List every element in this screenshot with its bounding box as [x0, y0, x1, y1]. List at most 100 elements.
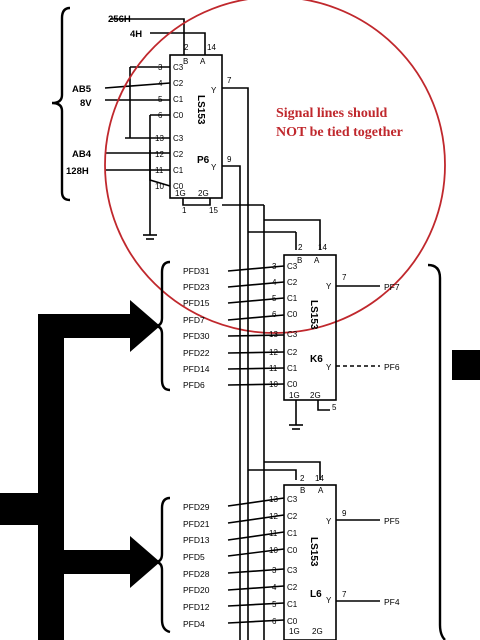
chip-l6-in6-pin: 5: [272, 600, 277, 609]
chip-l6-label-a: A: [318, 486, 324, 495]
chip-k6-in4-label: C3: [287, 330, 298, 339]
chip-l6-body: [283, 484, 337, 640]
k6-input-wires: [227, 265, 380, 430]
chip-p6-bottom-pin-1: 1: [182, 206, 187, 215]
chip-k6-1g: 1G: [289, 391, 300, 400]
annotation-line-1: Signal lines should: [276, 106, 387, 121]
chip-p6-in4-label: C3: [173, 134, 184, 143]
chip-l6-in5-label: C2: [287, 583, 298, 592]
chip-p6-in7-pin: 10: [155, 182, 164, 191]
chip-k6-label-b: B: [297, 256, 302, 265]
chip-p6-top-pin-a: 14: [207, 43, 216, 52]
annotation-circle: [104, 0, 446, 334]
l6-signal-pfd4: PFD4: [183, 619, 205, 629]
chip-k6-part: LS153: [308, 300, 319, 330]
chip-k6-in1-label: C2: [287, 278, 298, 287]
signal-ab4: AB4: [72, 149, 92, 160]
chip-k6-in2-label: C1: [287, 294, 298, 303]
k6-signal-pfd30: PFD30: [183, 331, 210, 341]
bus-arrow-lower-shaft: [64, 550, 136, 574]
chip-p6-in5-pin: 12: [155, 150, 164, 159]
chip-k6: 2 14 B A LS153 K6 Y Y 7 1G 2G 5 C3 C2 C1…: [269, 243, 347, 412]
chip-l6-out-pin-9: 9: [342, 509, 347, 518]
chip-p6-1g: 1G: [175, 189, 186, 198]
chip-k6-in6-label: C1: [287, 364, 298, 373]
chip-k6-in5-label: C2: [287, 348, 298, 357]
chip-p6-in6-label: C1: [173, 166, 184, 175]
signal-4h: 4H: [130, 29, 142, 40]
chip-l6-in6-label: C1: [287, 600, 298, 609]
chip-p6-in1-label: C2: [173, 79, 184, 88]
chip-l6-in3-label: C0: [287, 546, 298, 555]
bus-arrow-lower-head: [130, 536, 160, 588]
chip-l6-label-b: B: [300, 486, 305, 495]
chip-p6-in2-label: C1: [173, 95, 184, 104]
chip-p6-out-pin-9: 9: [227, 155, 232, 164]
chip-p6-bottom-pin-15: 15: [209, 206, 218, 215]
k6-signal-pfd22: PFD22: [183, 348, 210, 358]
chip-p6-y2: Y: [211, 163, 217, 172]
chip-l6-in7-label: C0: [287, 617, 298, 626]
chip-l6-in5-pin: 4: [272, 583, 277, 592]
chip-l6-in4-pin: 3: [272, 566, 277, 575]
k6-signal-pfd7: PFD7: [183, 315, 205, 325]
l6-signal-pfd21: PFD21: [183, 519, 210, 529]
bus-block-right: [452, 350, 480, 380]
chip-l6-y2: Y: [326, 596, 332, 605]
annotation-line-2: NOT be tied together: [276, 125, 403, 140]
chip-p6-y1: Y: [211, 86, 217, 95]
chip-l6-in4-label: C3: [287, 566, 298, 575]
l6-output-pf4: PF4: [384, 597, 400, 607]
k6-signal-pfd23: PFD23: [183, 282, 210, 292]
bus-arrow-upper-head: [130, 300, 160, 352]
chip-k6-in3-pin: 6: [272, 310, 277, 319]
chip-l6-in0-label: C3: [287, 495, 298, 504]
signal-8v: 8V: [80, 98, 92, 109]
k6-output-pf7: PF7: [384, 282, 400, 292]
p6-wires: [104, 18, 249, 240]
chip-p6-label-a: A: [200, 57, 206, 66]
chip-k6-body: [283, 254, 337, 401]
chip-p6: 2 14 B A C3 C2 C1 C0 C3 C2 C1 C0 3 4 5 6…: [155, 43, 232, 215]
chip-l6-in2-label: C1: [287, 529, 298, 538]
l6-signal-pfd28: PFD28: [183, 569, 210, 579]
chip-k6-y2: Y: [326, 363, 332, 372]
select-lines: [222, 204, 321, 640]
l6-output-pf5: PF5: [384, 516, 400, 526]
lower-left-brace: [154, 496, 171, 634]
l6-signal-pfd20: PFD20: [183, 585, 210, 595]
top-left-brace: [51, 6, 71, 202]
chip-l6-in1-label: C2: [287, 512, 298, 521]
chip-p6-in5-label: C2: [173, 150, 184, 159]
chip-l6-top-pin-b: 2: [300, 474, 305, 483]
signal-ab5: AB5: [72, 84, 92, 95]
chip-l6-top-pin-a: 14: [315, 474, 324, 483]
chip-k6-top-pin-a: 14: [318, 243, 327, 252]
chip-l6-in7-pin: 6: [272, 617, 277, 626]
k6-signal-pfd14: PFD14: [183, 364, 210, 374]
k6-signal-pfd6: PFD6: [183, 380, 205, 390]
chip-p6-top-pin-b: 2: [184, 43, 189, 52]
l6-signal-pfd12: PFD12: [183, 602, 210, 612]
chip-p6-in3-label: C0: [173, 111, 184, 120]
chip-p6-ref: P6: [197, 155, 210, 166]
chip-p6-label-b: B: [183, 57, 188, 66]
chip-k6-2g: 2G: [310, 391, 321, 400]
chip-l6-1g: 1G: [289, 627, 300, 636]
chip-k6-top-pin-b: 2: [298, 243, 303, 252]
right-brace: [427, 263, 446, 640]
signal-128h: 128H: [66, 166, 89, 177]
chip-l6-ref: L6: [310, 589, 322, 600]
chip-k6-in0-label: C3: [287, 262, 298, 271]
bus-arrows: [0, 300, 480, 640]
chip-p6-2g: 2G: [198, 189, 209, 198]
chip-k6-bottom-pin-5: 5: [332, 403, 337, 412]
chip-p6-body: [169, 54, 223, 199]
k6-signal-pfd15: PFD15: [183, 298, 210, 308]
bus-block-left: [0, 493, 38, 525]
chip-k6-in7-label: C0: [287, 380, 298, 389]
k6-signal-pfd31: PFD31: [183, 266, 210, 276]
chip-l6-2g: 2G: [312, 627, 323, 636]
chip-k6-ref: K6: [310, 354, 323, 365]
